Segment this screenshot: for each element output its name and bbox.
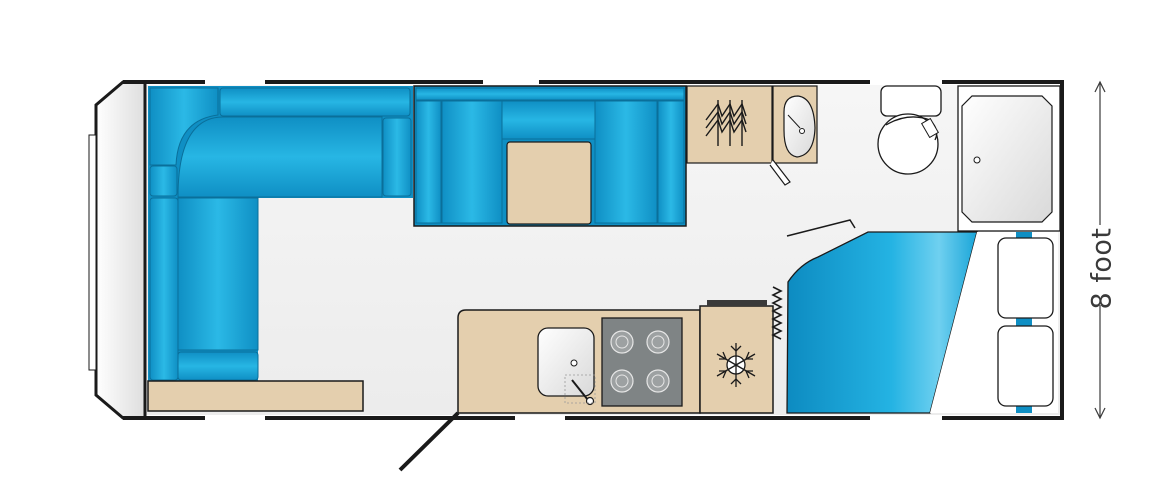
snowflake-icon [716, 343, 756, 387]
front-back-cushion [219, 87, 411, 117]
front-arm-cushion [382, 117, 412, 197]
width-dimension-arrow [1094, 80, 1106, 420]
fridge-vent [707, 300, 767, 306]
sink-drain [570, 359, 578, 367]
sink-tap [571, 379, 589, 401]
shower-drain [973, 156, 981, 164]
front-window [88, 134, 97, 371]
toilet-icon [877, 85, 942, 175]
outer-wall [123, 80, 1064, 420]
width-dimension-text: 8 foot [1086, 227, 1118, 309]
kitchen-sink-icon [537, 327, 595, 397]
gas-hob-icon [601, 317, 683, 407]
sink-tap-area [564, 374, 596, 404]
front-corner-back [149, 87, 219, 166]
window-kitchen-bottom [515, 416, 565, 420]
bed-pillow-top [997, 237, 1054, 319]
window-bedroom-bottom [870, 416, 942, 420]
washroom-door-swing [786, 219, 856, 237]
partition-curtain [771, 286, 783, 340]
dinette-center-cushion [501, 100, 596, 140]
washroom-door [769, 159, 791, 186]
front-chest [147, 380, 364, 412]
width-dimension-label: 8 foot [1078, 227, 1126, 309]
heater-icon [705, 100, 747, 146]
front-nose [94, 80, 147, 420]
basin-tap [787, 114, 801, 129]
window-dinette-top [483, 80, 539, 84]
sink-tap-base [585, 396, 595, 406]
window-front-bottom [205, 416, 265, 420]
shower-tray-icon [961, 95, 1053, 223]
basin-drain [799, 128, 805, 134]
dinette-back-cushion [415, 87, 685, 101]
side-end-cushion [177, 351, 259, 381]
window-front-top [205, 80, 265, 84]
dinette-table [506, 141, 592, 225]
front-corner-cushion [149, 165, 178, 197]
dinette-right-seat [594, 100, 658, 224]
window-washroom-top [870, 80, 942, 84]
washroom-basin [783, 95, 816, 158]
dinette-left-seat [441, 100, 503, 224]
entrance-door [398, 411, 460, 472]
dinette-right-back [657, 100, 685, 224]
front-seat-cushion [177, 116, 383, 198]
side-seat-cushion [177, 197, 259, 351]
dinette-left-back [415, 100, 442, 224]
bed-pillow-bottom [997, 325, 1054, 407]
side-back-cushion [149, 197, 179, 381]
